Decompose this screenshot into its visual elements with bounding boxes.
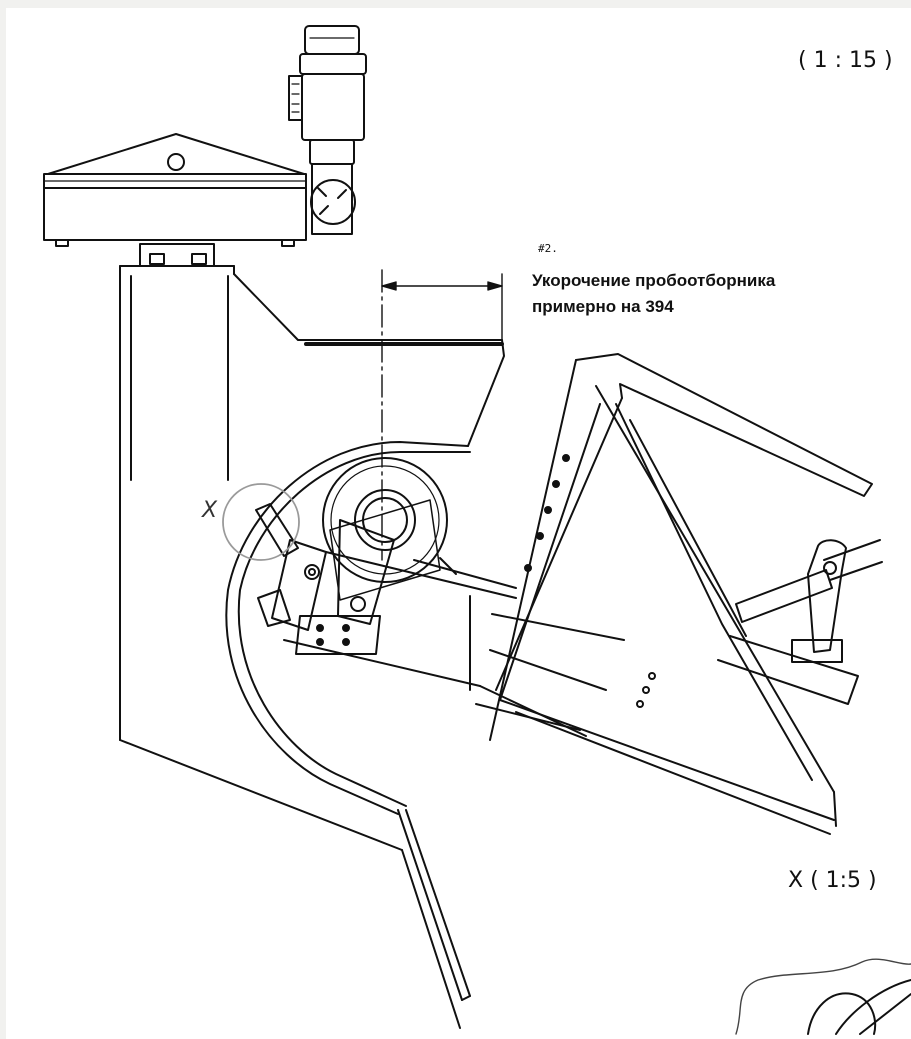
bracket-assembly: [255, 503, 457, 655]
dimension-line: [381, 273, 503, 341]
note-text-line-1: Укорочение пробоотборника: [532, 271, 776, 290]
gear-motor: [288, 25, 367, 235]
sampler-tube: [283, 551, 625, 737]
scale-main-label: ( 1 : 15 ): [798, 48, 893, 73]
chute-hood: [225, 273, 505, 815]
note-number: #2.: [538, 242, 558, 255]
inclined-frame: [489, 353, 873, 835]
drawing-sheet: ( 1 : 15 ) X ( 1:5 ) X #2. Укорочение пр…: [6, 8, 911, 1039]
drive-drum: [322, 457, 448, 601]
top-housing: [43, 133, 307, 247]
tapered-leg: [397, 809, 471, 1029]
actuator: [717, 539, 883, 705]
technical-drawing: [43, 25, 911, 1035]
note-text-line-2: примерно на 394: [532, 297, 674, 316]
detail-marker-label: X: [202, 498, 218, 523]
detail-circle: [222, 483, 300, 561]
support-column: [119, 243, 403, 851]
detail-view: [735, 958, 911, 1035]
scale-detail-label: X ( 1:5 ): [788, 868, 877, 893]
